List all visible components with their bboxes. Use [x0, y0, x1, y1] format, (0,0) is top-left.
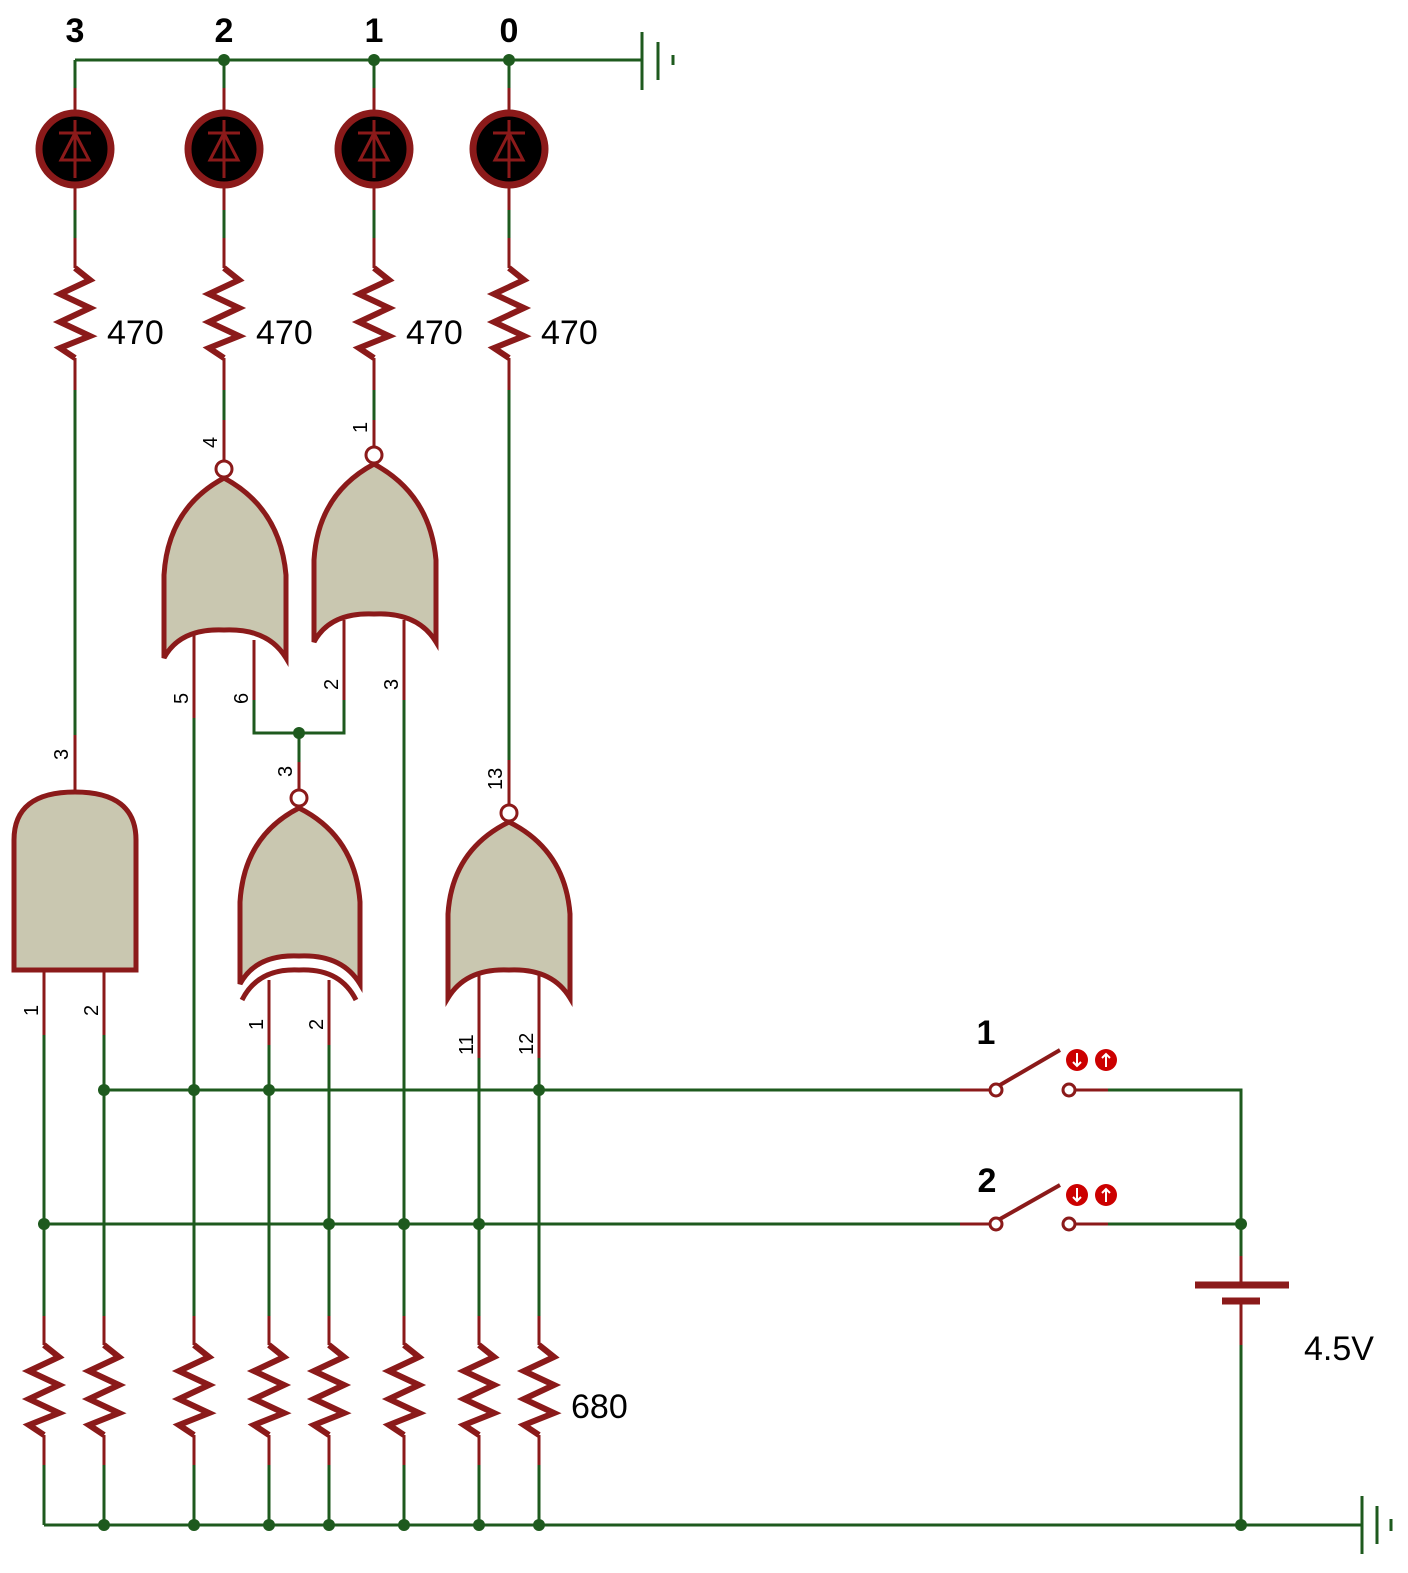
- ground-icon-bottom: [1360, 1496, 1393, 1554]
- resistor-label-col0: 470: [541, 314, 598, 352]
- pulldown-resistor-8: [516, 1316, 562, 1465]
- led-1: [334, 109, 414, 189]
- pulldown-resistor-1: [21, 1316, 67, 1465]
- pulldown-resistor-3: [171, 1316, 217, 1465]
- nor-gate-b: [311, 445, 439, 652]
- pin-and-in2: 2: [81, 1005, 103, 1016]
- switch-2[interactable]: [960, 1183, 1117, 1232]
- pulldown-resistors: [21, 1316, 562, 1465]
- resistor-label-col2: 470: [256, 314, 313, 352]
- switch-2-bus: [38, 1218, 960, 1230]
- resistor-470-col2: [201, 265, 247, 361]
- pin-nor-a-in2: 6: [231, 693, 253, 704]
- led-label-3: 3: [66, 12, 85, 50]
- switch-1-bus: [98, 1084, 960, 1096]
- resistor-label-col3: 470: [107, 314, 164, 352]
- bottom-ground-bus: [42, 1465, 1393, 1554]
- pin-and-in1: 1: [21, 1005, 43, 1016]
- led-label-0: 0: [500, 12, 519, 50]
- led-column-0: [469, 60, 549, 804]
- led-column-1: [334, 60, 414, 448]
- resistor-label-col1: 470: [406, 314, 463, 352]
- pin-nor-b-in1: 2: [321, 679, 343, 690]
- switch-2-indicator-icon: [1066, 1184, 1117, 1206]
- pin-nor-a-out: 4: [200, 437, 222, 448]
- resistor-470-col1: [351, 265, 397, 361]
- xnor-gate: [237, 788, 363, 1002]
- pin-and-out: 3: [51, 749, 73, 760]
- battery: [1195, 1256, 1289, 1525]
- resistor-470-col0: [486, 265, 532, 361]
- pulldown-resistor-label: 680: [571, 1388, 628, 1426]
- pulldown-resistor-5: [306, 1316, 352, 1465]
- pulldown-resistor-2: [81, 1316, 127, 1465]
- switch-1[interactable]: [960, 1048, 1117, 1098]
- resistor-470-col3: [52, 265, 98, 361]
- pin-nor-b-out: 1: [350, 422, 372, 433]
- top-ground-bus: [75, 32, 675, 90]
- switch-2-label: 2: [978, 1162, 997, 1200]
- pulldown-resistor-6: [381, 1316, 427, 1465]
- led-2: [184, 109, 264, 189]
- led-label-2: 2: [215, 12, 234, 50]
- switch-1-label: 1: [977, 1014, 996, 1052]
- pulldown-resistor-4: [246, 1316, 292, 1465]
- battery-label: 4.5V: [1304, 1330, 1374, 1368]
- nor-gate-c: [445, 803, 573, 1008]
- led-label-1: 1: [365, 12, 384, 50]
- nor-gate-a: [161, 459, 289, 668]
- pin-xnor-in2: 2: [306, 1019, 328, 1030]
- pin-nor-b-in2: 3: [381, 679, 403, 690]
- led-3: [35, 109, 115, 189]
- led-column-2: [184, 60, 264, 462]
- pin-xnor-in1: 1: [246, 1019, 268, 1030]
- and-gate: [11, 789, 139, 973]
- pin-nor-c-out: 13: [485, 768, 507, 790]
- pin-nor-a-in1: 5: [171, 693, 193, 704]
- led-0: [469, 109, 549, 189]
- switch-1-indicator-icon: [1066, 1049, 1117, 1071]
- led-column-3: [35, 60, 115, 790]
- pin-xnor-out: 3: [275, 766, 297, 777]
- pin-nor-c-in1: 11: [456, 1034, 478, 1055]
- pulldown-resistor-7: [456, 1316, 502, 1465]
- pin-nor-c-in2: 12: [516, 1033, 538, 1055]
